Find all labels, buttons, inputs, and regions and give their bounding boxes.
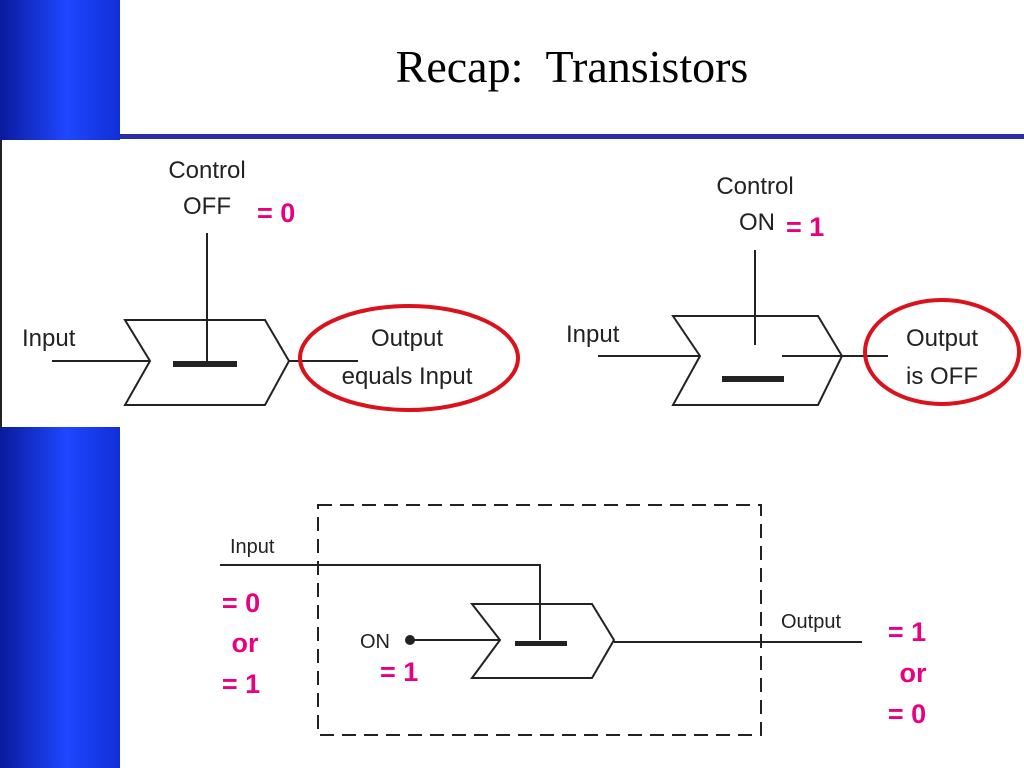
control-label: Control xyxy=(716,173,793,200)
input-label: Input xyxy=(566,321,620,348)
slide-title: Recap: Transistors xyxy=(395,41,749,92)
gate-bar xyxy=(722,376,784,382)
output-highlight-circle xyxy=(298,304,520,412)
transistor-body xyxy=(469,603,616,679)
state-label: OFF xyxy=(183,193,231,220)
title-underline xyxy=(120,134,1024,139)
output-value-or: or xyxy=(900,658,927,688)
output-value-b: = 0 xyxy=(888,699,926,729)
output-value-a: = 1 xyxy=(888,617,926,647)
state-label: ON xyxy=(739,209,775,236)
output-description: is OFF xyxy=(906,363,978,390)
transistor-body xyxy=(123,319,291,406)
accent-bar-top xyxy=(0,0,120,140)
left-edge-line xyxy=(0,140,2,427)
output-description: equals Input xyxy=(342,363,473,390)
on-terminal-dot xyxy=(405,635,415,645)
inverter-diagram: Input = 0 or = 1 ON = 1 Output = 1 or = … xyxy=(220,504,927,736)
transistor-body xyxy=(671,315,844,406)
on-label: ON xyxy=(360,631,390,653)
transistor-off-diagram: Control OFF = 0 Input Output equals Inpu… xyxy=(22,157,520,412)
output-highlight-circle xyxy=(863,298,1021,406)
gate-bar xyxy=(515,641,567,646)
dashed-boundary xyxy=(317,504,762,736)
input-value-b: = 1 xyxy=(222,669,260,699)
on-value: = 1 xyxy=(380,657,418,687)
control-label: Control xyxy=(168,157,245,184)
control-value: = 0 xyxy=(257,198,295,228)
input-label: Input xyxy=(22,325,76,352)
output-label: Output xyxy=(781,611,841,633)
output-label: Output xyxy=(906,325,978,352)
input-value-a: = 0 xyxy=(222,588,260,618)
output-label: Output xyxy=(371,325,443,352)
gate-bar xyxy=(173,361,237,367)
input-value-or: or xyxy=(232,628,259,658)
control-value: = 1 xyxy=(786,212,824,242)
transistor-on-diagram: Control ON = 1 Input Output is OFF xyxy=(566,173,1021,406)
input-label: Input xyxy=(230,536,275,558)
input-wire xyxy=(220,564,541,640)
accent-bar-bottom xyxy=(0,427,120,768)
